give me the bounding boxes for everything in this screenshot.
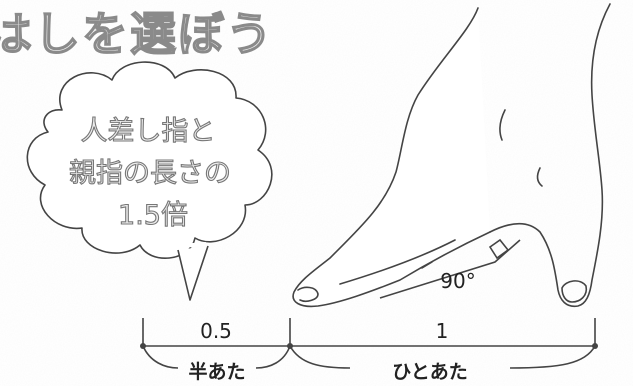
scale-left-value: 0.5 <box>200 319 232 343</box>
scale-joint-right <box>592 343 598 349</box>
scale-right-value: 1 <box>436 319 449 343</box>
scale-joint-left <box>140 343 146 349</box>
page-title: はしを選ぼう <box>0 7 274 61</box>
measure-scale <box>142 318 596 369</box>
right-angle-marker <box>379 238 521 299</box>
bubble-line-3: 1.5倍 <box>118 200 188 231</box>
hand-illustration <box>292 3 611 308</box>
thought-bubble: 人差し指と 親指の長さの 1.5倍 <box>26 61 273 301</box>
angle-label: 90° <box>440 269 475 293</box>
scale-right-name: ひとあた <box>392 361 467 383</box>
scale-joint-mid <box>287 343 293 349</box>
bubble-line-1: 人差し指と <box>81 116 216 147</box>
bubble-line-2: 親指の長さの <box>69 158 231 189</box>
scale-left-name: 半あた <box>188 360 245 383</box>
